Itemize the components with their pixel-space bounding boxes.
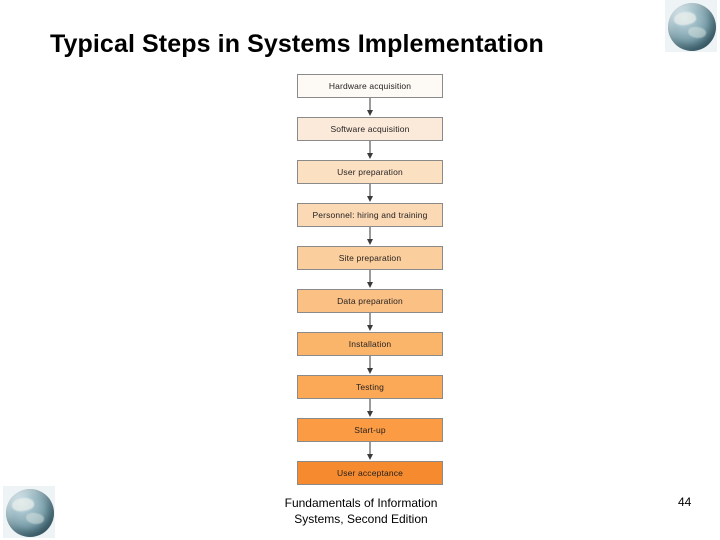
arrow-head-icon <box>366 411 373 417</box>
arrow-head-icon <box>366 153 373 159</box>
flow-arrow-connector <box>297 356 443 375</box>
flow-step-7: Installation <box>297 332 443 356</box>
globe-icon-top-right <box>668 3 716 51</box>
footer-line-2: Systems, Second Edition <box>294 512 428 526</box>
arrow-stem <box>369 270 371 284</box>
flow-step-2: Software acquisition <box>297 117 443 141</box>
flow-arrow-connector <box>297 227 443 246</box>
flow-step-5: Site preparation <box>297 246 443 270</box>
flow-step-9: Start-up <box>297 418 443 442</box>
flow-step-3: User preparation <box>297 160 443 184</box>
flow-step-label: Software acquisition <box>330 124 410 134</box>
flow-step-label: Data preparation <box>337 296 403 306</box>
arrow-head-icon <box>366 196 373 202</box>
arrow-stem <box>369 442 371 456</box>
flow-arrow-connector <box>297 270 443 289</box>
flow-arrow-connector <box>297 399 443 418</box>
arrow-head-icon <box>366 239 373 245</box>
flow-arrow-connector <box>297 184 443 203</box>
page-title: Typical Steps in Systems Implementation <box>50 30 544 58</box>
flow-step-label: Personnel: hiring and training <box>312 210 428 220</box>
flow-step-label: Installation <box>348 339 392 349</box>
flow-step-label: Hardware acquisition <box>328 81 412 91</box>
flow-step-label: User preparation <box>337 167 403 177</box>
globe-icon-bottom-left <box>6 489 54 537</box>
flow-step-label: Testing <box>356 382 384 392</box>
flow-step-8: Testing <box>297 375 443 399</box>
flow-step-label: Start-up <box>354 425 386 435</box>
arrow-stem <box>369 141 371 155</box>
flow-step-4: Personnel: hiring and training <box>297 203 443 227</box>
arrow-head-icon <box>366 368 373 374</box>
flow-step-10: User acceptance <box>297 461 443 485</box>
arrow-stem <box>369 356 371 370</box>
arrow-stem <box>369 98 371 112</box>
flow-step-label: Site preparation <box>338 253 402 263</box>
flow-arrow-connector <box>297 313 443 332</box>
flow-arrow-connector <box>297 98 443 117</box>
footer-line-1: Fundamentals of Information <box>284 496 438 510</box>
arrow-head-icon <box>366 110 373 116</box>
arrow-head-icon <box>366 325 373 331</box>
flow-arrow-connector <box>297 442 443 461</box>
page-number: 44 <box>678 495 692 509</box>
arrow-head-icon <box>366 454 373 460</box>
arrow-head-icon <box>366 282 373 288</box>
flow-step-1: Hardware acquisition <box>297 74 443 98</box>
arrow-stem <box>369 184 371 198</box>
arrow-stem <box>369 399 371 413</box>
arrow-stem <box>369 313 371 327</box>
footer: Fundamentals of Information Systems, Sec… <box>236 495 486 527</box>
flow-arrow-connector <box>297 141 443 160</box>
arrow-stem <box>369 227 371 241</box>
flow-step-label: User acceptance <box>336 468 404 478</box>
flow-step-6: Data preparation <box>297 289 443 313</box>
